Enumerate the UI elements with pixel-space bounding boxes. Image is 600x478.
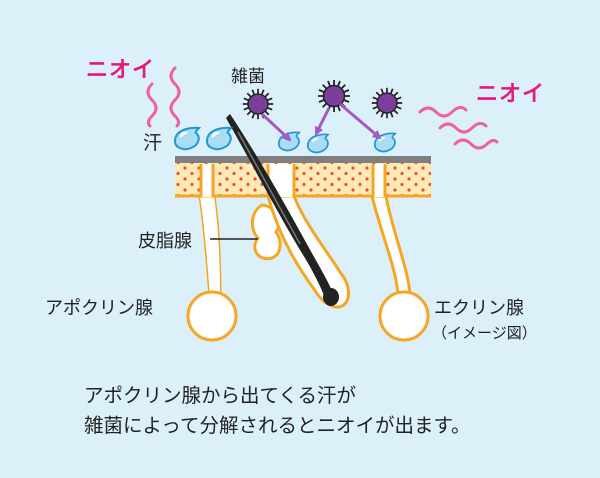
bacteria-label: 雑菌 — [231, 67, 265, 87]
eccrine-gland-label: エクリン腺 — [434, 298, 524, 319]
apocrine-gland — [186, 195, 238, 342]
odor-label-left: ニオイ — [86, 58, 156, 83]
odor-waves-right — [418, 105, 499, 150]
decomposition-arrows — [260, 102, 382, 142]
eccrine-gland — [370, 194, 430, 342]
skin-layer — [175, 162, 431, 198]
sweat-drops — [173, 126, 397, 154]
caption-line-2: 雑菌によって分解されるとニオイが出ます。 — [84, 414, 471, 437]
sweat-label: 汗 — [143, 132, 163, 154]
hair-shaft — [226, 114, 339, 306]
odor-label-right: ニオイ — [476, 82, 546, 107]
caption-line-1: アポクリン腺から出てくる汗が — [84, 384, 357, 407]
odor-waves-left — [146, 66, 181, 128]
bacteria — [241, 79, 404, 121]
sebaceous-gland-label: 皮脂腺 — [138, 231, 192, 252]
caption: アポクリン腺から出てくる汗が 雑菌によって分解されるとニオイが出ます。 — [84, 381, 554, 441]
apocrine-gland-label: アポクリン腺 — [45, 298, 153, 319]
skin-surface — [175, 156, 431, 163]
image-note-label: （イメージ図） — [432, 324, 537, 342]
